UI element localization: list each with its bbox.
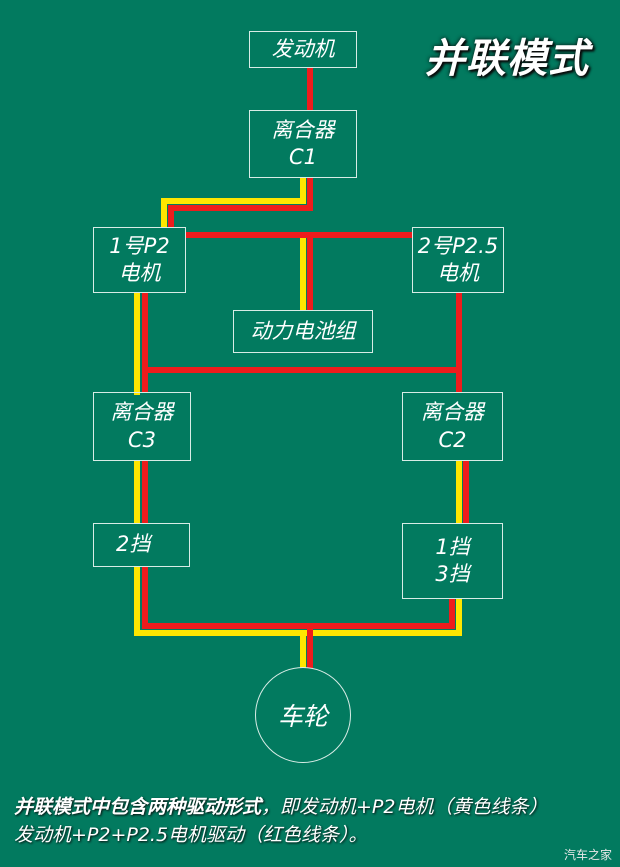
clutch-c2-box: 离合器 C2 [402, 392, 503, 461]
motor-p25-line1: 2号P2.5 [417, 233, 499, 258]
clutch-c3-line1: 离合器 [110, 400, 174, 425]
wheel-label: 车轮 [277, 702, 328, 731]
gear-2-box: 2挡 [93, 523, 190, 567]
yellow-line-right-to-bus [303, 599, 462, 636]
motor-p25-box: 2号P2.5 电机 [412, 227, 504, 293]
engine-label: 发动机 [271, 36, 335, 61]
motor-p2-line2: 电机 [118, 261, 161, 285]
red-line-c1-to-p2 [168, 178, 313, 227]
motor-p25-line2: 电机 [437, 261, 479, 285]
watermark: 汽车之家 [563, 848, 612, 862]
motor-p2-box: 1号P2 电机 [93, 227, 186, 293]
red-line-gear2-to-bus [142, 567, 310, 629]
clutch-c3-line2: C3 [127, 427, 157, 452]
battery-label: 动力电池组 [250, 318, 356, 343]
yellow-line-gear2-to-bus [134, 567, 303, 636]
clutch-c1-line2: C1 [288, 145, 318, 169]
gear-2-label: 2挡 [116, 532, 151, 557]
clutch-c2-line2: C2 [438, 427, 467, 452]
diagram-title: 并联模式 [425, 36, 589, 82]
caption: 并联模式中包含两种驱动形式，即发动机+P2电机（黄色线条） 发动机+P2+P2.… [14, 793, 614, 849]
clutch-c1-box: 离合器 C1 [249, 110, 357, 178]
red-line-right-to-bus [310, 599, 455, 629]
gear-13-line2: 3挡 [435, 562, 470, 586]
caption-line-1: 并联模式中包含两种驱动形式，即发动机+P2电机（黄色线条） [14, 793, 614, 821]
clutch-c3-box: 离合器 C3 [93, 392, 191, 461]
caption-line-2: 发动机+P2+P2.5电机驱动（红色线条）。 [14, 824, 368, 846]
caption-line1-rest: ，即发动机+P2电机（黄色线条） [261, 796, 548, 818]
gear-13-box: 1挡 3挡 [402, 523, 503, 599]
caption-bold: 并联模式中包含两种驱动形式 [14, 796, 262, 818]
battery-box: 动力电池组 [233, 310, 373, 353]
yellow-line-c1-to-p2 [161, 178, 306, 227]
gear-13-line1: 1挡 [435, 534, 470, 559]
engine-box: 发动机 [249, 31, 357, 68]
wheel-circle: 车轮 [255, 667, 351, 763]
motor-p2-line1: 1号P2 [109, 233, 170, 258]
clutch-c1-line1: 离合器 [271, 117, 335, 142]
clutch-c2-line1: 离合器 [421, 400, 484, 425]
